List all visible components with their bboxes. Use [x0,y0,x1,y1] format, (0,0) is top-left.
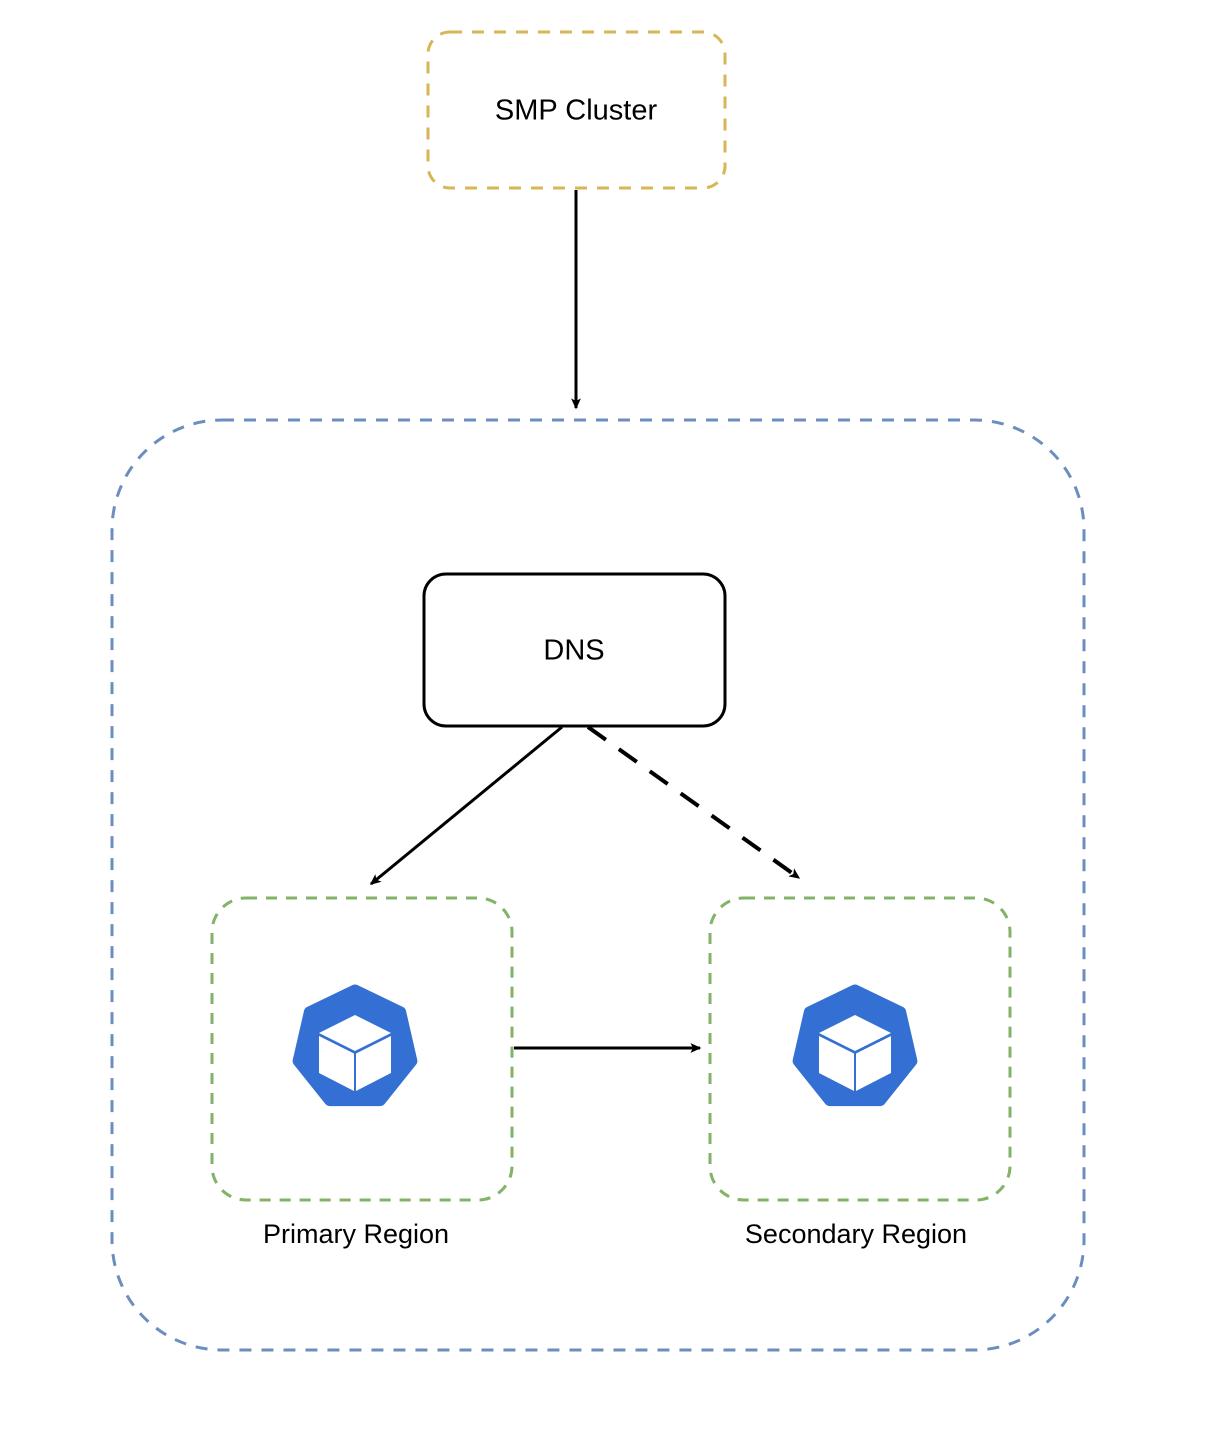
platform-boundary-box [110,418,1086,1352]
edge-dns-to-primary [369,725,563,886]
dns-label: DNS [543,635,604,667]
dns-box[interactable] [422,572,727,728]
edge-dns-to-secondary [586,725,801,880]
kubernetes-icon [298,990,412,1101]
kubernetes-icon [798,990,912,1101]
smp-cluster-label: SMP Cluster [495,95,658,127]
smp-cluster-box[interactable] [426,30,727,190]
secondary-region-label: Secondary Region [745,1219,967,1249]
primary-region-label: Primary Region [263,1219,449,1249]
